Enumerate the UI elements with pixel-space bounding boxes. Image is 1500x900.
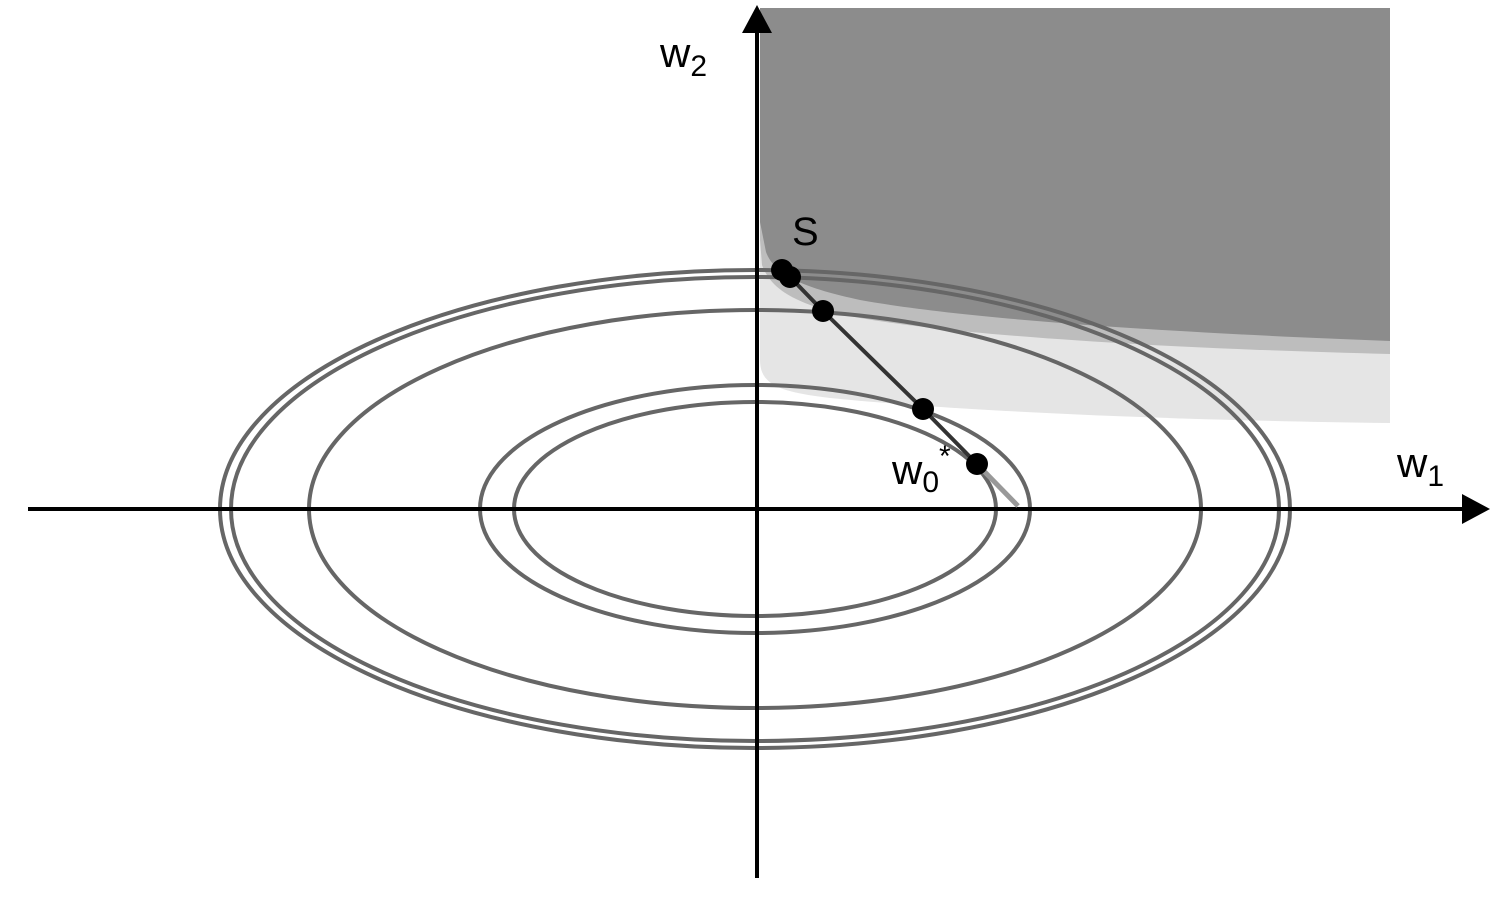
- path-points: [771, 259, 988, 475]
- start-point-label: S: [792, 210, 819, 254]
- x-axis-label-subscript: 1: [1427, 460, 1444, 493]
- optimum-label-subscript: 0: [922, 466, 939, 499]
- y-axis-label-subscript: 2: [690, 50, 707, 83]
- path-point: [912, 398, 934, 420]
- feasible-regions: [760, 8, 1390, 423]
- optimum-label: w0*: [891, 440, 951, 499]
- axes: [28, 30, 1468, 878]
- region-dark: [760, 8, 1390, 341]
- y-axis-arrowhead: [742, 5, 772, 33]
- path-point: [812, 300, 834, 322]
- path-point: [779, 266, 801, 288]
- optimum-label-superscript: *: [939, 440, 951, 473]
- y-axis-label: w2: [659, 29, 707, 83]
- x-axis-label: w1: [1396, 439, 1444, 493]
- x-axis-arrowhead: [1462, 494, 1490, 524]
- path-point: [966, 453, 988, 475]
